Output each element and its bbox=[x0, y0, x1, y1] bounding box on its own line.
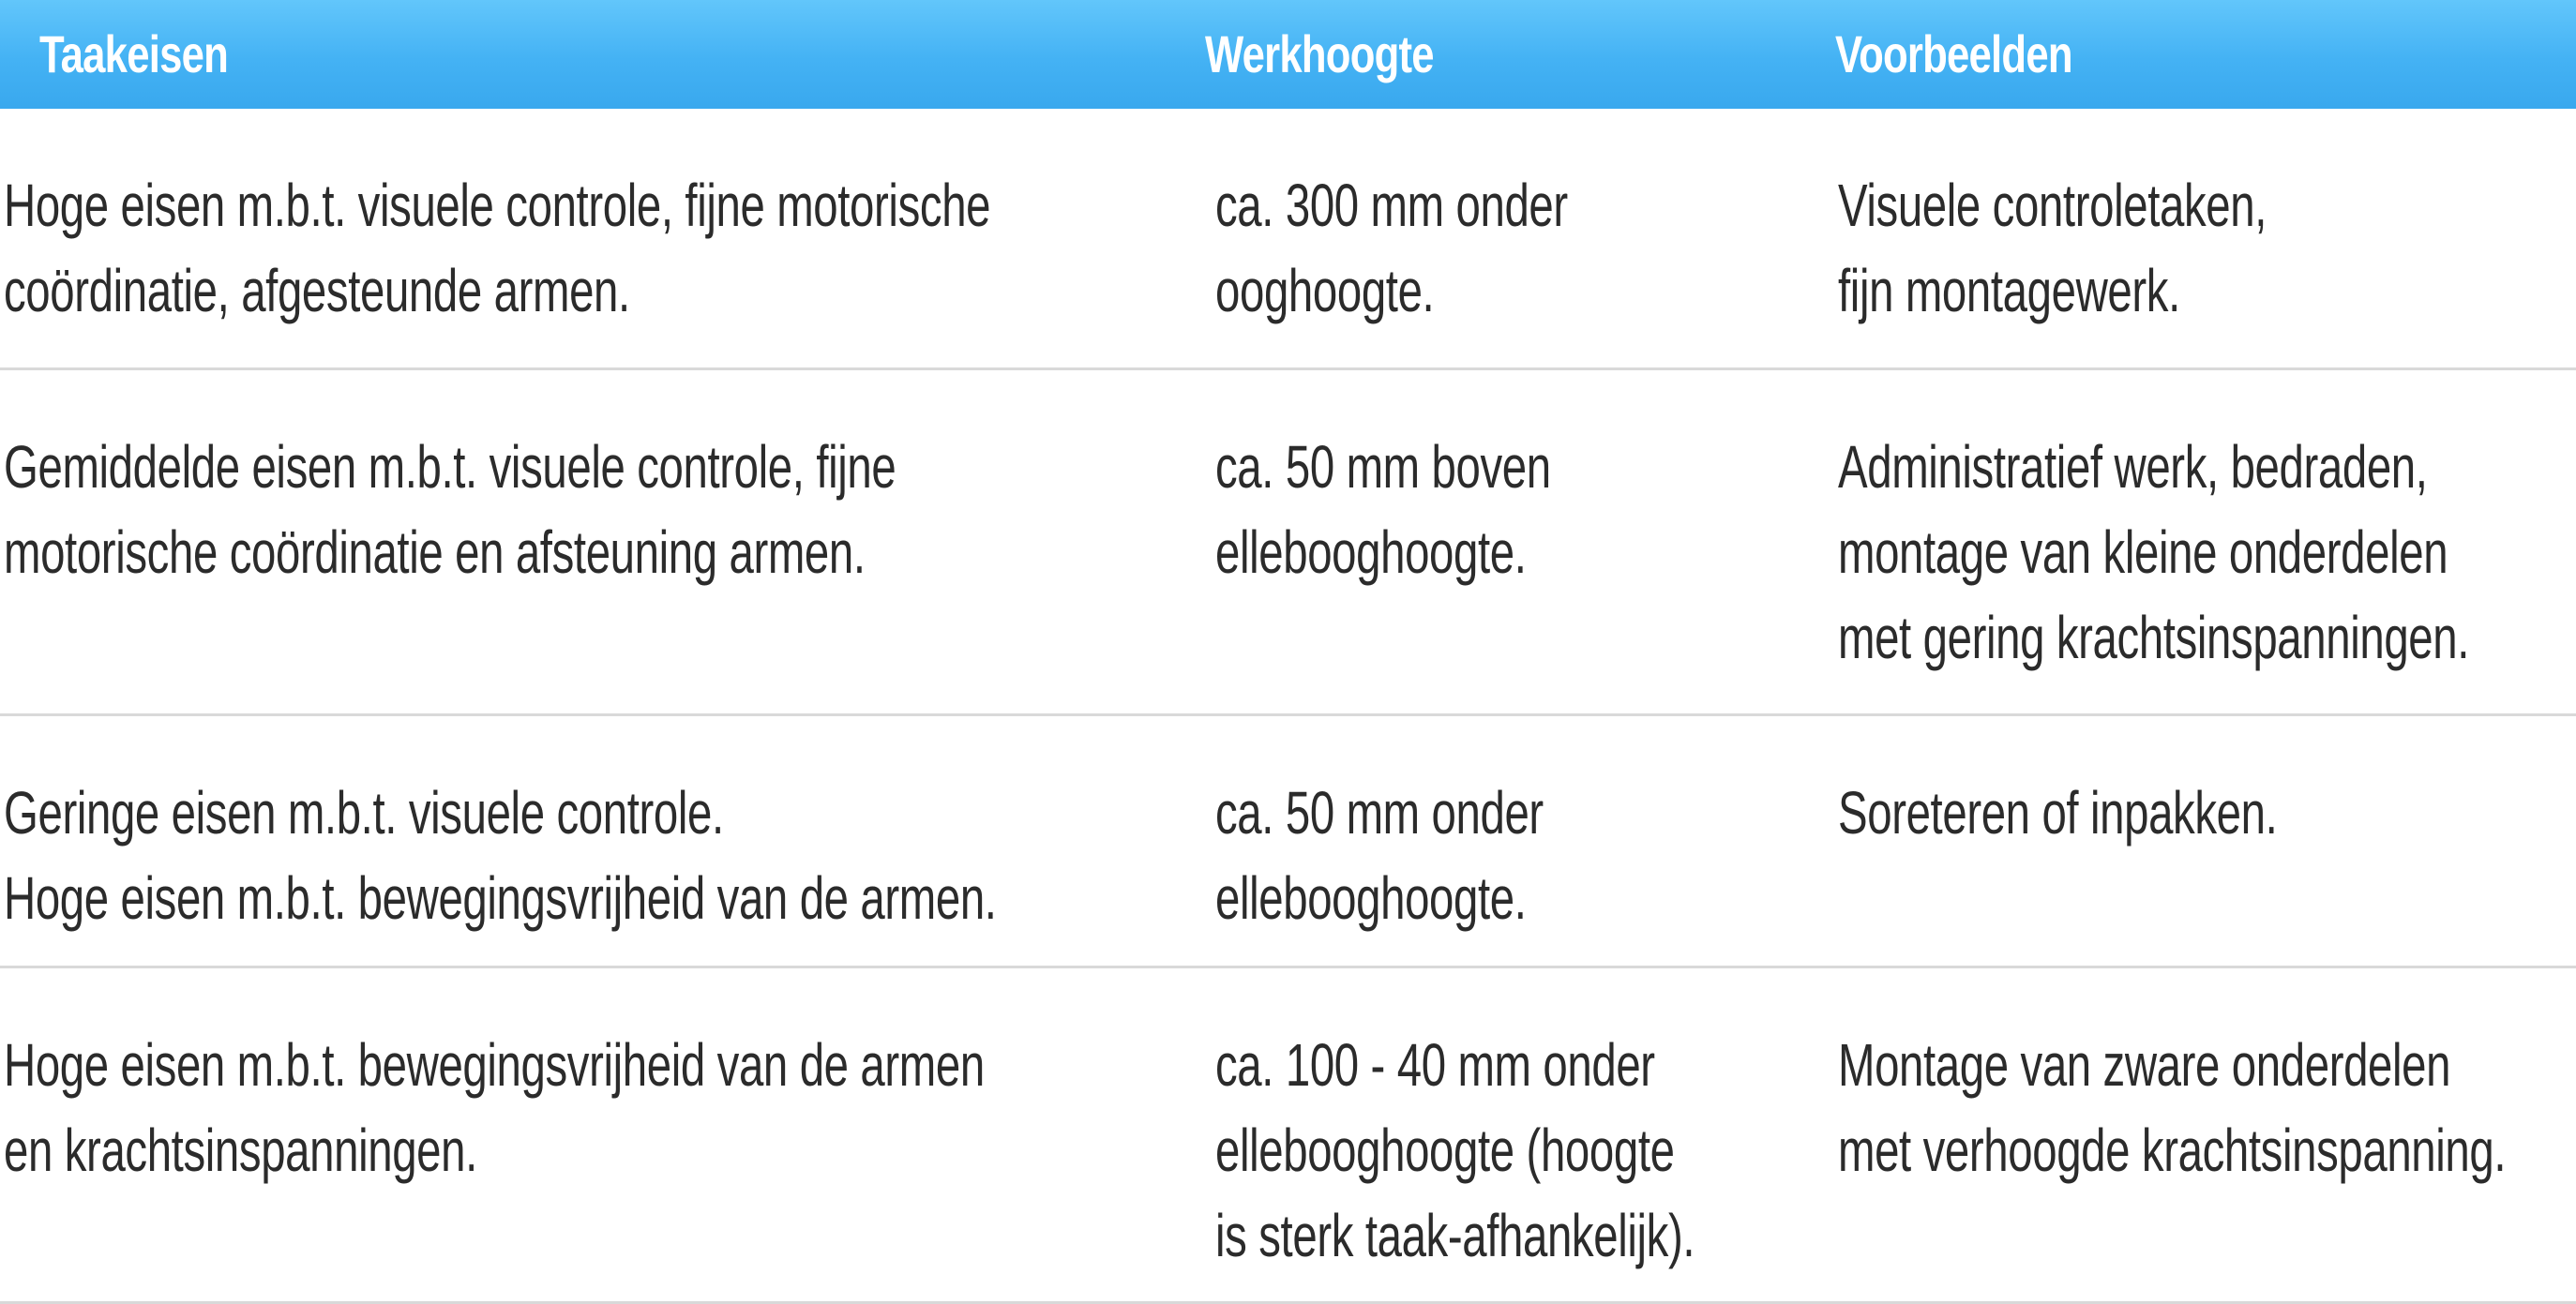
cell-werkhoogte: ca. 50 mm onder ellebooghoogte. bbox=[1215, 779, 1544, 932]
table-row: Hoge eisen m.b.t. bewegingsvrijheid van … bbox=[0, 968, 2576, 1304]
table-row: Geringe eisen m.b.t. visuele controle. H… bbox=[0, 716, 2576, 968]
cell-taakeisen: Hoge eisen m.b.t. bewegingsvrijheid van … bbox=[4, 1031, 985, 1184]
header-werkhoogte: Werkhoogte bbox=[1205, 24, 1435, 83]
table-row: Hoge eisen m.b.t. visuele controle, fijn… bbox=[0, 109, 2576, 370]
cell-voorbeelden: Montage van zware onderdelen met verhoog… bbox=[1838, 1031, 2507, 1184]
table-header: Taakeisen Werkhoogte Voorbeelden bbox=[0, 0, 2576, 109]
header-taakeisen: Taakeisen bbox=[39, 24, 229, 83]
cell-voorbeelden: Soreteren of inpakken. bbox=[1838, 779, 2278, 847]
table-row: Gemiddelde eisen m.b.t. visuele controle… bbox=[0, 370, 2576, 716]
cell-werkhoogte: ca. 50 mm boven ellebooghoogte. bbox=[1215, 433, 1551, 586]
cell-taakeisen: Geringe eisen m.b.t. visuele controle. H… bbox=[4, 779, 997, 932]
cell-voorbeelden: Visuele controletaken, fijn montagewerk. bbox=[1838, 172, 2267, 324]
cell-taakeisen: Hoge eisen m.b.t. visuele controle, fijn… bbox=[4, 172, 991, 324]
cell-voorbeelden: Administratief werk, bedraden, montage v… bbox=[1838, 433, 2470, 671]
cell-werkhoogte: ca. 100 - 40 mm onder ellebooghoogte (ho… bbox=[1215, 1031, 1695, 1269]
cell-taakeisen: Gemiddelde eisen m.b.t. visuele controle… bbox=[4, 433, 896, 586]
header-voorbeelden: Voorbeelden bbox=[1835, 24, 2073, 83]
cell-werkhoogte: ca. 300 mm onder ooghoogte. bbox=[1215, 172, 1568, 324]
